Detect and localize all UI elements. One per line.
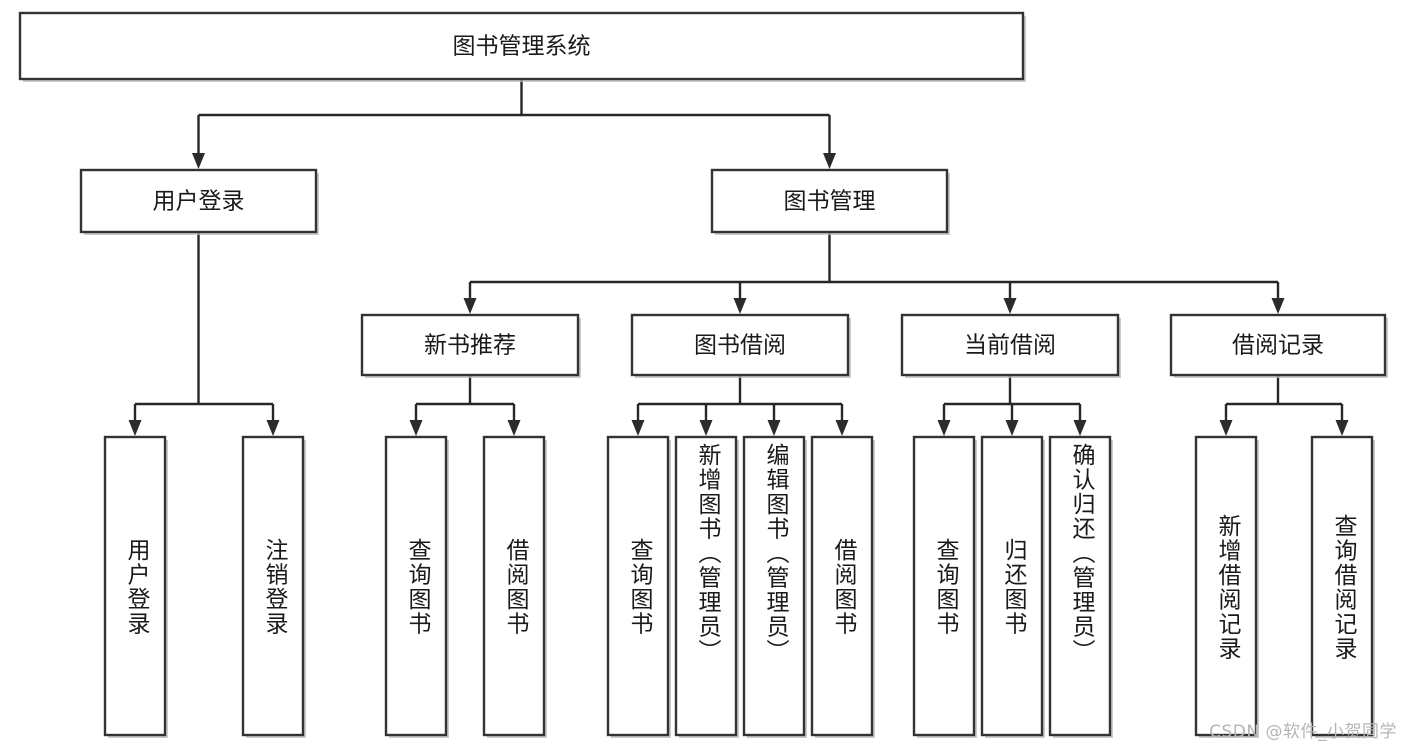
node-box-leaf-borrow-add-book[interactable] — [674, 435, 738, 737]
node-box-layer — [18, 11, 1388, 738]
arrow-head-book-borrow — [733, 298, 747, 314]
node-box-user-login[interactable] — [79, 168, 318, 234]
arrow-head-leaf-user-logout — [266, 420, 280, 436]
arrow-head-leaf-borrow-query-book — [631, 420, 645, 436]
node-box-book-manage[interactable] — [710, 168, 949, 234]
node-box-leaf-cur-confirm-return[interactable] — [1048, 435, 1112, 737]
node-label-new-book-rec: 新书推荐 — [424, 333, 516, 359]
arrow-head-leaf-rec-add-record — [1219, 420, 1233, 436]
arrow-head-leaf-borrow-add-book — [699, 420, 713, 436]
arrow-head-borrow-record — [1271, 298, 1285, 314]
arrow-head-book-manage — [823, 153, 836, 169]
node-box-leaf-borrow-query-book[interactable] — [606, 435, 670, 737]
arrow-head-leaf-cur-confirm-return — [1073, 420, 1087, 436]
node-box-leaf-rec-query-book[interactable] — [384, 435, 448, 737]
arrow-head-current-borrow — [1003, 298, 1017, 314]
node-box-leaf-user-login[interactable] — [103, 435, 167, 737]
node-box-current-borrow[interactable] — [900, 313, 1120, 377]
arrow-head-leaf-rec-query-record — [1335, 420, 1349, 436]
node-box-leaf-rec-borrow-book[interactable] — [482, 435, 546, 737]
node-box-new-book-rec[interactable] — [360, 313, 580, 377]
node-box-leaf-borrow-edit-book[interactable] — [742, 435, 806, 737]
node-box-book-borrow[interactable] — [630, 313, 850, 377]
node-label-book-borrow: 图书借阅 — [694, 333, 786, 359]
connector-layer — [128, 79, 1349, 436]
node-label-root: 图书管理系统 — [453, 34, 591, 60]
node-box-leaf-cur-return-book[interactable] — [980, 435, 1044, 737]
node-box-leaf-user-logout[interactable] — [241, 435, 305, 737]
node-label-current-borrow: 当前借阅 — [964, 333, 1056, 359]
arrow-head-leaf-rec-borrow-book — [507, 420, 521, 436]
node-box-leaf-rec-add-record[interactable] — [1194, 435, 1258, 737]
node-box-borrow-record[interactable] — [1169, 313, 1387, 377]
arrow-head-new-book-rec — [463, 298, 477, 314]
arrow-head-leaf-cur-query-book — [937, 420, 951, 436]
node-box-leaf-rec-query-record[interactable] — [1310, 435, 1374, 737]
node-label-borrow-record: 借阅记录 — [1232, 333, 1324, 359]
csdn-watermark: CSDN @软件_小贺同学 — [1209, 722, 1397, 742]
node-label-user-login: 用户登录 — [153, 189, 245, 215]
arrow-head-user-login — [192, 153, 205, 169]
arrow-head-leaf-user-login — [128, 420, 142, 436]
node-box-leaf-cur-query-book[interactable] — [912, 435, 976, 737]
arrow-head-leaf-rec-query-book — [409, 420, 423, 436]
arrow-head-leaf-cur-return-book — [1005, 420, 1019, 436]
node-label-book-manage: 图书管理 — [784, 189, 876, 215]
node-box-leaf-borrow-borrow-book[interactable] — [810, 435, 874, 737]
node-box-root[interactable] — [18, 11, 1025, 81]
arrow-head-leaf-borrow-edit-book — [767, 420, 781, 436]
arrow-head-leaf-borrow-borrow-book — [835, 420, 849, 436]
